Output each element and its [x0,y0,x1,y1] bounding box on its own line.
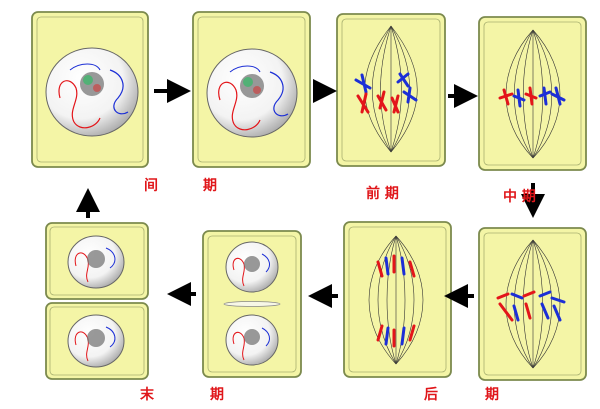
label-telophase-1: 末 [140,387,154,403]
chromosomes-lower [376,324,416,348]
cell-prophase [336,13,446,167]
label-telophase-2: 期 [210,387,224,403]
cell-telophase [202,230,302,378]
cell-interphase [31,11,149,168]
chromosomes-upper [376,254,416,278]
label-prophase: 前 期 [366,186,399,202]
label-anaphase-1: 后 [424,387,438,403]
flow-arrows [76,79,545,308]
nucleus [45,47,139,137]
cell-daughters [45,222,149,380]
cell-plate [223,301,281,307]
chromosomes [496,290,566,322]
cell-metaphase [478,16,587,171]
nucleus-upper [67,235,125,289]
nucleus-lower [67,314,125,368]
nucleus [206,48,298,138]
cell-interphase-2 [192,11,311,168]
nucleus-upper [225,241,279,293]
label-metaphase: 中 期 [503,189,536,205]
nucleus-lower [225,314,279,366]
label-interphase-1: 间 [144,178,158,194]
label-interphase-2: 期 [203,178,217,194]
spindle [505,239,561,369]
chromosomes [498,86,566,108]
chromosomes [354,72,418,114]
cell-anaphase [343,221,452,378]
cell-metaphase-2 [478,227,587,381]
spindle [368,235,424,365]
label-anaphase-2: 期 [485,387,499,403]
